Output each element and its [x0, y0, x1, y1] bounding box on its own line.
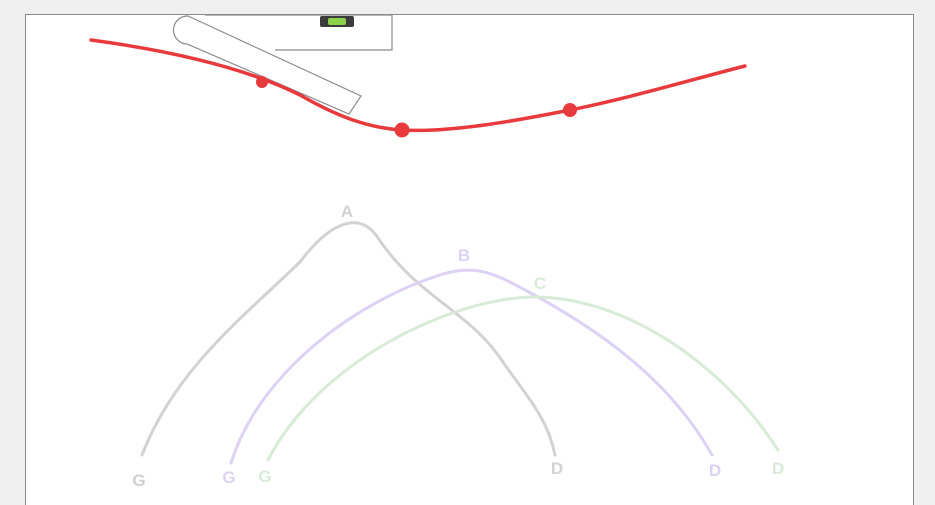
curve-c[interactable] — [266, 295, 780, 462]
label-c-start: G — [258, 467, 271, 486]
label-a-peak: A — [341, 202, 353, 221]
curve-a[interactable] — [140, 221, 557, 457]
curve-b[interactable] — [229, 268, 714, 465]
label-c-end: D — [772, 459, 784, 478]
label-b-peak: B — [458, 246, 470, 265]
level-bubble — [328, 18, 346, 25]
label-a-end: D — [551, 459, 563, 478]
spirit-level-icon[interactable] — [205, 14, 393, 51]
ruler-icon[interactable] — [172, 15, 362, 115]
control-point[interactable] — [394, 122, 410, 138]
label-c-peak: C — [534, 274, 546, 293]
control-point[interactable] — [563, 103, 577, 117]
label-b-start: G — [222, 468, 235, 487]
red-bezier-curve[interactable] — [89, 38, 747, 133]
ruler-body[interactable] — [172, 15, 362, 115]
label-a-start: G — [132, 471, 145, 490]
label-b-end: D — [709, 461, 721, 480]
drawing-canvas[interactable] — [25, 14, 914, 505]
control-point[interactable] — [256, 76, 268, 88]
